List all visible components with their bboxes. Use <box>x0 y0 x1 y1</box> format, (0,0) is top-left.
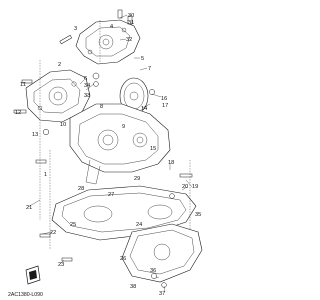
callout-28: 28 <box>78 186 84 192</box>
callout-19: 19 <box>192 184 198 190</box>
callout-5: 5 <box>141 56 144 62</box>
outer-cover <box>121 223 203 283</box>
callout-27: 27 <box>108 192 114 198</box>
callout-25: 25 <box>70 222 76 228</box>
callout-6: 6 <box>84 76 87 82</box>
callout-32: 32 <box>126 37 132 43</box>
callout-35: 35 <box>195 212 201 218</box>
callout-29: 29 <box>134 176 140 182</box>
callout-2: 2 <box>58 62 61 68</box>
callout-8: 8 <box>100 104 103 110</box>
front-direction-arrow-icon <box>25 265 41 285</box>
callout-34: 34 <box>84 83 90 89</box>
callout-4: 4 <box>110 24 113 30</box>
callout-37: 37 <box>159 291 165 297</box>
callout-30: 30 <box>128 13 134 19</box>
callout-24: 24 <box>136 222 142 228</box>
callout-36: 36 <box>150 268 156 274</box>
callout-18: 18 <box>168 160 174 166</box>
callout-labels: 30 31 32 5 7 6 34 33 14 16 17 11 12 1 18… <box>15 13 201 297</box>
callout-9: 9 <box>122 124 125 130</box>
callout-1: 1 <box>44 172 47 178</box>
callout-17: 17 <box>162 103 168 109</box>
callout-21: 21 <box>26 205 32 211</box>
callout-15: 15 <box>150 146 156 152</box>
callout-11: 11 <box>20 82 26 88</box>
callout-10: 10 <box>60 122 66 128</box>
diagram-code: 2AC1380-L090 <box>8 292 43 298</box>
callout-23: 23 <box>58 262 64 268</box>
callout-16: 16 <box>161 96 167 102</box>
callout-7: 7 <box>148 66 151 72</box>
crankcase-left <box>25 69 91 123</box>
callout-33: 33 <box>84 93 90 99</box>
crankcase-right <box>69 103 171 185</box>
exploded-parts-diagram: 30 31 32 5 7 6 34 33 14 16 17 11 12 1 18… <box>8 9 203 298</box>
callout-22: 22 <box>50 230 56 236</box>
callout-3: 3 <box>74 26 77 32</box>
crankcase-exploded-view: 30 31 32 5 7 6 34 33 14 16 17 11 12 1 18… <box>8 9 203 298</box>
crankcase-cover-upper <box>75 19 141 65</box>
reference-lines <box>39 20 191 250</box>
leader-lines <box>21 14 193 293</box>
callout-20: 20 <box>182 184 188 190</box>
callout-13: 13 <box>32 132 38 138</box>
callout-38: 38 <box>130 284 136 290</box>
callout-26: 26 <box>120 256 126 262</box>
callout-12: 12 <box>15 110 21 116</box>
callout-14: 14 <box>141 106 147 112</box>
callout-31: 31 <box>128 20 134 26</box>
